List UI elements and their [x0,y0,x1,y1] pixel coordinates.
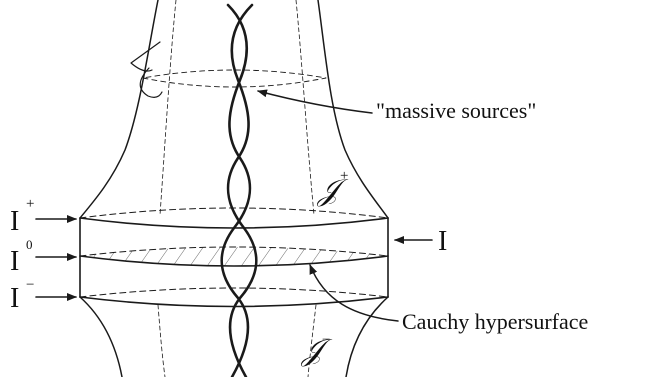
cauchy-callout: Cauchy hypersurface [309,264,588,334]
scri-minus-label: 𝒥 − [300,332,333,367]
i-right-label: I [394,226,447,257]
right-upper-boundary [317,0,389,219]
i-minus-label: I − [10,277,77,314]
left-lower-boundary [79,296,123,377]
i-minus-superscript: − [26,277,34,293]
infinity-band [79,207,389,308]
i-zero-ellipse-front [79,255,389,267]
upper-dashed-profile-right [295,0,315,216]
cauchy-arrow [309,264,399,322]
helix-marker [130,41,163,98]
i-minus-ellipse-back [79,287,389,298]
lower-flared-body [79,296,389,377]
right-lower-boundary [345,296,389,377]
i-zero-ellipse-back [79,246,389,257]
upper-flared-body [79,0,389,219]
lower-dashed-profile-left [157,304,166,377]
i-plus-label: I + [10,196,77,237]
scri-plus-superscript: + [340,168,348,184]
i-minus-base: I [10,283,19,314]
i-right-base: I [438,226,447,257]
cauchy-hypersurface-label: Cauchy hypersurface [402,309,588,334]
i-plus-ellipse-back [79,207,389,219]
scri-plus-label: 𝒥 + [316,168,349,207]
i-plus-base: I [10,206,19,237]
upper-dashed-profile-left [159,0,177,216]
left-upper-boundary [79,0,159,219]
massive-sources-callout: "massive sources" [257,89,536,123]
massive-sources-arrow [257,89,373,114]
worldline-b [226,3,258,377]
i-plus-superscript: + [26,196,34,212]
scri-minus-superscript: − [322,332,330,348]
massive-source-worldlines [220,3,258,377]
cauchy-hatching [80,247,388,266]
upper-cross-section-ellipse [142,69,327,88]
massive-sources-label: "massive sources" [376,98,536,123]
worldline-a [220,3,252,377]
i-zero-superscript: 0 [26,237,33,252]
i-zero-base: I [10,246,19,277]
lower-dashed-profile-right [307,304,317,377]
i-zero-label: I 0 [10,237,77,277]
